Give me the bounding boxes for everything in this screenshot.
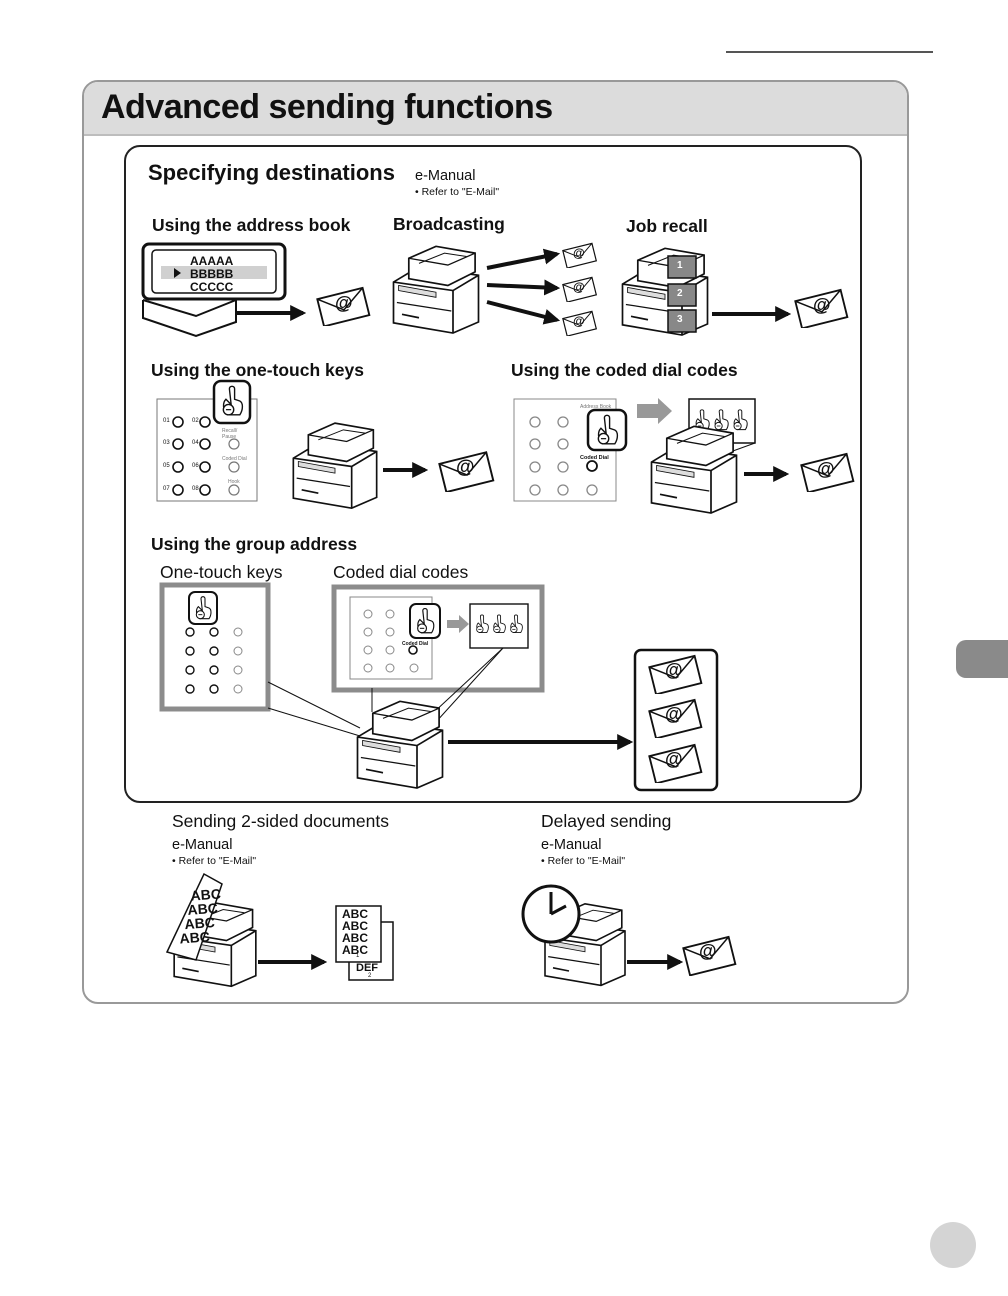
two-sided-illustration <box>165 872 394 988</box>
key-label: 03 <box>163 440 170 446</box>
address-entry: AAAAA <box>190 254 234 268</box>
broadcasting-illustration <box>392 242 597 336</box>
group-coded-label: Coded dial codes <box>333 562 469 582</box>
email-symbol: @ <box>573 246 585 260</box>
email-symbol: @ <box>817 459 835 479</box>
sheet-line: ABC <box>342 919 368 933</box>
chapter-tab <box>956 640 1008 678</box>
key-label: 02 <box>192 418 199 424</box>
email-symbol: @ <box>665 749 683 769</box>
one-touch-heading: Using the one-touch keys <box>151 360 364 380</box>
specifying-destinations-panel <box>124 145 862 803</box>
emanual-ref: • Refer to "E-Mail" <box>415 186 500 198</box>
group-one-touch-label: One-touch keys <box>160 562 283 582</box>
key-label: 04 <box>192 440 199 446</box>
front-sheet-text: ABC ABC ABC ABC <box>342 908 368 956</box>
feature-panel: Advanced sending functions <box>82 80 909 1004</box>
key-label: 08 <box>192 486 199 492</box>
email-symbol: @ <box>665 704 683 724</box>
delayed-illustration <box>521 884 737 987</box>
sheet-line: ABC <box>342 943 368 957</box>
key-side-label: Address Book <box>580 404 612 410</box>
sheet-line: ABC <box>342 907 368 921</box>
title-band: Advanced sending functions <box>84 82 907 136</box>
key-label: 05 <box>163 463 170 469</box>
sheet-number: 1 <box>356 953 360 959</box>
address-entry: CCCCC <box>190 280 234 294</box>
job-recall-heading: Job recall <box>626 216 708 236</box>
page-number-marker <box>930 1222 976 1268</box>
email-symbol: @ <box>573 314 585 328</box>
key-side-label-active: Coded Dial <box>402 641 429 647</box>
delayed-emanual-ref: • Refer to "E-Mail" <box>541 855 626 867</box>
group-address-illustration <box>159 582 719 792</box>
job-recall-illustration <box>621 247 849 336</box>
email-symbol: @ <box>699 941 717 961</box>
job-number: 2 <box>677 288 683 299</box>
original-sheet-text: ABC ABC ABC ABC <box>176 886 224 947</box>
two-sided-emanual-label: e-Manual <box>172 837 233 853</box>
email-symbol: @ <box>665 660 683 680</box>
delayed-heading: Delayed sending <box>541 811 672 831</box>
key-label: 06 <box>192 463 199 469</box>
key-label: 07 <box>163 486 170 492</box>
job-number: 1 <box>677 260 683 271</box>
email-symbol: @ <box>573 280 585 294</box>
header-rule <box>726 51 933 53</box>
key-side-label: Coded Dial <box>222 456 247 462</box>
address-book-heading: Using the address book <box>152 215 351 235</box>
broadcasting-heading: Broadcasting <box>393 214 505 234</box>
address-book-illustration <box>141 242 371 338</box>
email-symbol: @ <box>335 293 353 313</box>
group-address-heading: Using the group address <box>151 534 358 554</box>
sheet-number: 2 <box>368 973 372 979</box>
address-entry-selected: BBBBB <box>190 267 234 281</box>
email-symbol: @ <box>813 295 831 315</box>
one-touch-illustration <box>156 379 495 510</box>
page-title: Advanced sending functions <box>101 88 553 126</box>
address-list: AAAAA BBBBB CCCCC <box>190 255 233 294</box>
key-side-label-active: Coded Dial <box>580 455 609 461</box>
job-number: 3 <box>677 314 683 325</box>
email-symbol: @ <box>456 457 475 478</box>
coded-dial-heading: Using the coded dial codes <box>511 360 738 380</box>
emanual-label: e-Manual <box>415 168 476 184</box>
key-side-label: Hook <box>228 479 240 485</box>
two-sided-emanual-ref: • Refer to "E-Mail" <box>172 855 257 867</box>
coded-dial-illustration <box>513 398 855 514</box>
back-sheet-text: DEF <box>356 962 378 974</box>
sheet-line: ABC <box>342 931 368 945</box>
key-side-label: Recall/ Pause <box>222 428 238 440</box>
delayed-emanual-label: e-Manual <box>541 837 602 853</box>
specifying-heading: Specifying destinations <box>148 160 395 185</box>
two-sided-heading: Sending 2-sided documents <box>172 811 389 831</box>
key-label: 01 <box>163 418 170 424</box>
